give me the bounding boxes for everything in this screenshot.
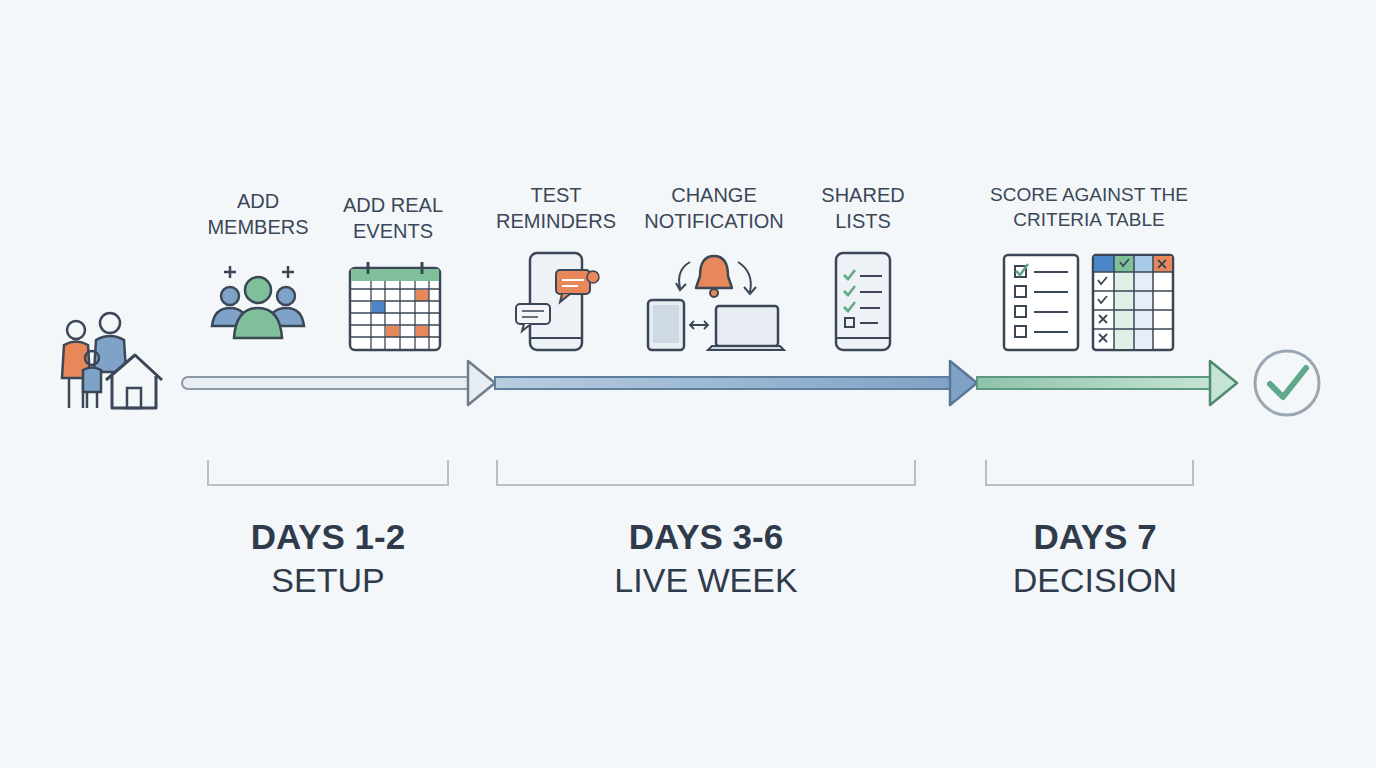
step-label: CHANGE NOTIFICATION [639, 182, 789, 234]
calendar-icon-part [368, 262, 422, 274]
members-icon-part [277, 287, 295, 305]
done-check [1255, 351, 1319, 415]
reminder-phone-icon-part [587, 271, 599, 283]
shared-list-icon-part [844, 270, 855, 311]
phase-name: DECISION [935, 558, 1255, 602]
criteria-table-icon [1093, 255, 1173, 350]
family-icon-part [106, 355, 162, 408]
phase-name: LIVE WEEK [546, 558, 866, 602]
shared-list-icon [836, 253, 890, 350]
reminder-phone-icon [516, 253, 599, 350]
step-label: ADD MEMBERS [203, 188, 313, 240]
step-label: SCORE AGAINST THE CRITERIA TABLE [977, 182, 1202, 232]
family-icon-part [85, 351, 99, 365]
members-icon-part [234, 308, 282, 338]
sync-notification-icon-part [738, 262, 756, 294]
family-icon-part [87, 392, 97, 408]
criteria-table-icon-part [1093, 255, 1173, 350]
phase-name: SETUP [168, 558, 488, 602]
members-icon-part [221, 287, 239, 305]
reminder-phone-icon-part [562, 280, 584, 286]
timeline-arrow-setup [182, 361, 495, 405]
timeline-arrow-decision-part [1210, 361, 1237, 405]
step-label: TEST REMINDERS [491, 182, 621, 234]
sync-notification-icon-part [710, 289, 718, 297]
sync-notification-icon-part [696, 256, 732, 288]
checklist-icon [1004, 255, 1078, 350]
shared-list-icon-part [836, 337, 890, 339]
timeline-arrow-setup-part [182, 377, 472, 389]
calendar-icon-part [416, 326, 429, 337]
checklist-icon-part [1034, 272, 1068, 332]
calendar-icon-part [351, 269, 439, 281]
criteria-table-icon-part [1093, 255, 1173, 350]
phase-bracket-part [497, 460, 915, 485]
reminder-phone-icon-part [530, 253, 582, 350]
reminder-phone-icon-part [522, 311, 544, 317]
checklist-icon-part [1015, 286, 1026, 297]
members-icon-part [224, 266, 294, 278]
sync-notification-icon-part [716, 306, 778, 346]
reminder-phone-icon-part [516, 304, 550, 324]
checklist-icon-part [1015, 306, 1026, 317]
phase-bracket [208, 460, 1193, 485]
timeline-arrow-setup-part [468, 361, 495, 405]
timeline-arrow-live-part [950, 361, 977, 405]
timeline-arrow-decision [977, 361, 1237, 405]
reminder-phone-icon-part [556, 270, 590, 294]
sync-notification-icon-part [648, 300, 684, 350]
sync-notification-icon-part [690, 321, 708, 329]
family-icon-part [83, 368, 101, 393]
sync-notification-icon-part [653, 305, 679, 343]
shared-list-icon-part [836, 253, 890, 350]
step-label: ADD REAL EVENTS [338, 192, 448, 244]
criteria-table-icon-part [1094, 256, 1114, 272]
family-icon-part [100, 313, 120, 333]
timeline-arrow-live [495, 361, 977, 405]
calendar-icon-part [350, 268, 440, 350]
members-icon-part [245, 277, 271, 303]
timeline-arrow-decision-part [977, 377, 1214, 389]
calendar-icon [350, 262, 440, 350]
phase-bracket-part [986, 460, 1193, 485]
reminder-phone-icon-part [530, 337, 582, 339]
checklist-icon-part [1004, 255, 1078, 350]
sync-notification-icon-part [708, 346, 784, 350]
timeline-arrow-live-part [495, 377, 955, 389]
reminder-phone-icon-part [522, 324, 531, 331]
done-check-part [1270, 368, 1306, 397]
phase-bracket-part [208, 460, 448, 485]
checklist-icon-part [1016, 264, 1028, 275]
phase-days: DAYS 3-6 [546, 514, 866, 560]
members-icon [212, 266, 304, 338]
criteria-table-icon-part [1098, 259, 1129, 303]
sync-notification-icon-part [676, 262, 690, 290]
family-icon-part [69, 378, 83, 408]
calendar-icon-part [416, 290, 429, 301]
family-icon-part [67, 321, 85, 339]
family-icon [62, 313, 162, 408]
calendar-icon-part [372, 302, 385, 313]
phase-days: DAYS 7 [935, 514, 1255, 560]
phase-days: DAYS 1-2 [168, 514, 488, 560]
criteria-table-icon-part [1134, 256, 1153, 272]
family-icon-part [127, 388, 141, 408]
step-label: SHARED LISTS [815, 182, 911, 234]
calendar-icon-part [350, 281, 440, 350]
checklist-icon-part [1015, 326, 1026, 337]
criteria-table-icon-part [1099, 260, 1166, 342]
done-check-part [1255, 351, 1319, 415]
sync-notification-icon [648, 256, 784, 350]
reminder-phone-icon-part [560, 294, 570, 302]
calendar-icon-part [386, 326, 399, 337]
shared-list-icon-part [860, 276, 882, 323]
shared-list-icon-part [845, 318, 854, 327]
